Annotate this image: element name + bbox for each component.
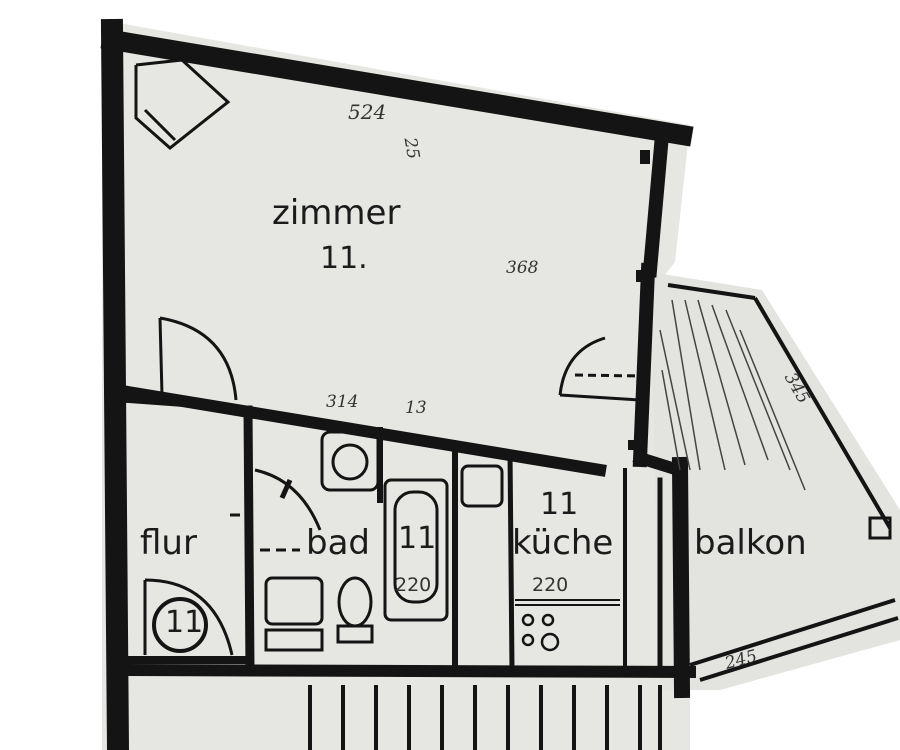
- corner-chimney: [134, 58, 231, 150]
- stairs: [308, 685, 662, 750]
- room-number-flur: 11: [165, 605, 204, 640]
- room-label-zimmer: zimmer: [272, 193, 401, 233]
- dimension-zimmer-top-note: 25: [399, 136, 424, 161]
- washbasin: [264, 576, 324, 652]
- toilet: [336, 576, 374, 644]
- door-flur: [143, 578, 234, 656]
- room-label-bad: bad: [306, 523, 370, 563]
- dimension-zimmer-top: 524: [348, 100, 387, 124]
- room-number-bad: 11: [398, 521, 437, 556]
- balkon-post: [868, 516, 892, 540]
- kitchen-counter: [515, 599, 620, 606]
- door-balkon: [558, 336, 641, 402]
- window-markers: [628, 150, 650, 450]
- dimension-zimmer-bottom-note: 13: [405, 398, 427, 418]
- paper-sheet-balkon: [650, 272, 900, 690]
- dimension-zimmer-bottom: 314: [326, 392, 359, 412]
- dashed-lines: [230, 450, 606, 552]
- door-bad: [254, 468, 322, 531]
- fridge: [460, 464, 504, 508]
- room-number-kueche: 11: [540, 487, 579, 522]
- dimension-bad-tub: 220: [395, 574, 432, 596]
- balkon-hatching: [659, 299, 806, 491]
- balkon-railing: [667, 283, 899, 682]
- dimension-zimmer-right: 368: [506, 258, 539, 278]
- room-label-balkon: balkon: [694, 523, 807, 563]
- bathtub: [383, 478, 449, 622]
- room-label-flur: flur: [140, 523, 197, 563]
- washing-machine: [320, 430, 380, 492]
- flur-circle: [152, 597, 208, 653]
- dimension-kueche-counter: 220: [532, 574, 569, 596]
- outer-walls: [100, 18, 697, 750]
- room-label-kueche: küche: [512, 523, 614, 563]
- stove: [521, 613, 560, 652]
- door-zimmer: [158, 316, 238, 401]
- room-number-zimmer: 11.: [320, 241, 368, 276]
